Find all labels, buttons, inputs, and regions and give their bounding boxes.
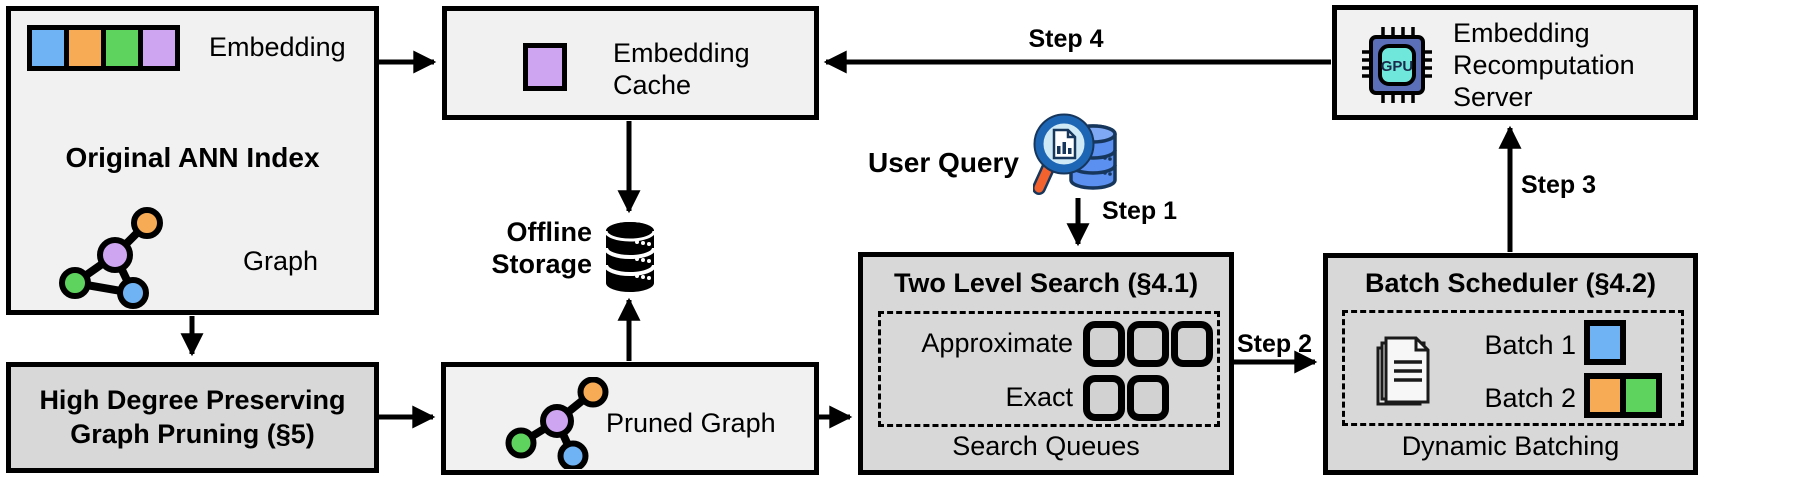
recomputation-server-label: Embedding Recomputation Server bbox=[1453, 18, 1635, 112]
pruned-graph-box: Pruned Graph bbox=[441, 362, 819, 475]
dynamic-batching-dashed-region bbox=[1342, 310, 1684, 426]
two-level-search-title: Two Level Search (§4.1) bbox=[893, 268, 1199, 298]
pruned-graph-label: Pruned Graph bbox=[606, 408, 776, 438]
two-level-search-box: Two Level Search (§4.1) Approximate Exac… bbox=[858, 252, 1234, 475]
documents-stack-icon bbox=[1372, 332, 1436, 410]
embedding-label: Embedding bbox=[209, 32, 346, 62]
queue-slot bbox=[1127, 375, 1169, 421]
batch1-square-blue bbox=[1584, 320, 1626, 365]
approximate-label: Approximate bbox=[921, 328, 1073, 358]
approximate-queue-slots bbox=[1083, 321, 1213, 367]
embedding-cache-box: Embedding Cache bbox=[442, 6, 819, 120]
batch1-label: Batch 1 bbox=[1484, 330, 1576, 360]
exact-label: Exact bbox=[1005, 382, 1073, 412]
gpu-chip-icon: GPU bbox=[1359, 24, 1435, 106]
batch-scheduler-box: Batch Scheduler (§4.2) Batch 1 Batch 2 bbox=[1323, 253, 1698, 475]
batch2-squares bbox=[1584, 373, 1662, 418]
pruned-graph-icon bbox=[501, 377, 626, 469]
dynamic-batching-label: Dynamic Batching bbox=[1401, 430, 1620, 461]
step3-label: Step 3 bbox=[1521, 171, 1597, 199]
queue-slot bbox=[1083, 375, 1125, 421]
original-ann-index-box: Embedding Original ANN Index Graph bbox=[6, 6, 379, 315]
ann-index-title: Original ANN Index bbox=[65, 142, 320, 173]
queue-slot bbox=[1083, 321, 1125, 367]
batch2-square-green bbox=[1620, 373, 1662, 418]
embedding-vector-icon bbox=[27, 25, 180, 71]
database-storage-icon bbox=[604, 220, 656, 294]
recomputation-server-box: GPU Embedding Recomputation Server bbox=[1332, 5, 1698, 120]
embedding-square-purple bbox=[138, 25, 180, 71]
offline-storage-label: Offline Storage bbox=[491, 217, 592, 280]
batch2-label: Batch 2 bbox=[1484, 383, 1576, 413]
embedding-square-blue bbox=[27, 25, 69, 71]
step2-label: Step 2 bbox=[1237, 330, 1313, 358]
graph-label: Graph bbox=[243, 246, 319, 276]
queue-slot bbox=[1127, 321, 1169, 367]
search-queues-label: Search Queues bbox=[952, 430, 1140, 461]
step1-label: Step 1 bbox=[1102, 197, 1178, 225]
step4-label: Step 4 bbox=[1028, 25, 1104, 53]
embedding-cache-label: Embedding Cache bbox=[613, 38, 750, 101]
graph-icon bbox=[51, 203, 181, 311]
batch2-square-orange bbox=[1584, 373, 1626, 418]
batch-scheduler-title: Batch Scheduler (§4.2) bbox=[1364, 268, 1657, 298]
query-search-icon bbox=[1033, 108, 1121, 200]
cached-embedding-square-icon bbox=[523, 43, 567, 91]
search-queues-dashed-region: Approximate Exact bbox=[878, 311, 1220, 427]
queue-slot bbox=[1171, 321, 1213, 367]
exact-queue-slots bbox=[1083, 375, 1169, 421]
embedding-square-green bbox=[101, 25, 143, 71]
embedding-square-orange bbox=[64, 25, 106, 71]
user-query-label: User Query bbox=[868, 147, 1019, 178]
graph-pruning-box: High Degree Preserving Graph Pruning (§5… bbox=[6, 362, 379, 473]
graph-pruning-title: High Degree Preserving Graph Pruning (§5… bbox=[39, 384, 346, 449]
gpu-chip-label: GPU bbox=[1381, 58, 1414, 75]
